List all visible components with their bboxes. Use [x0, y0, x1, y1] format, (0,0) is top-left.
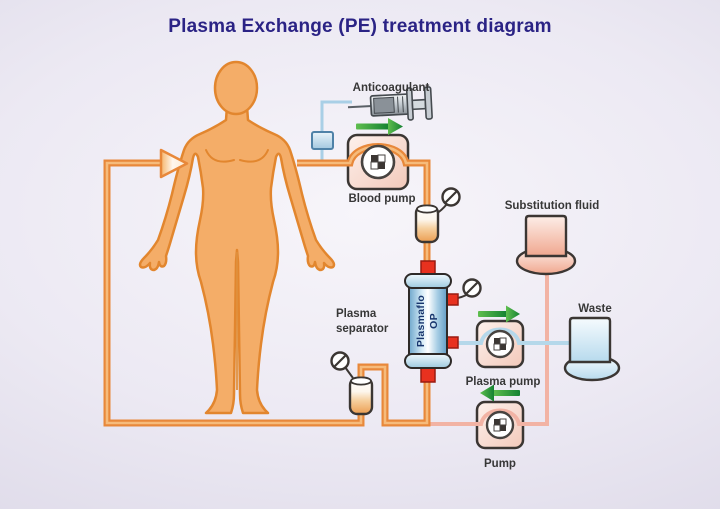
plasma-line: [456, 327, 575, 345]
human-body: [138, 60, 336, 415]
page-title: Plasma Exchange (PE) treatment diagram: [168, 16, 552, 37]
blood-pump-rotor-icon: [360, 144, 396, 180]
substitution-fluid-bag: [515, 214, 577, 276]
body-chest-lines: [205, 149, 269, 163]
separator-bottom-cap: [404, 353, 452, 369]
pump-rotor-icon: [485, 410, 515, 440]
anticoagulant-line: [320, 100, 352, 161]
plasma-separator-device: Plasmaflo OP: [404, 260, 459, 383]
waste-container: [563, 316, 621, 382]
separator-device-label-line2: OP: [428, 313, 440, 329]
separator-body: [408, 285, 448, 357]
substitution-line: [429, 271, 549, 426]
anticoagulant-label: Anticoagulant: [353, 82, 430, 94]
pressure-gauge-separator-icon: [455, 278, 482, 299]
syringe-icon: [347, 86, 433, 121]
blood-return-tube-highlight: [105, 161, 429, 425]
flow-arrowhead-into-body-icon: [159, 148, 189, 179]
plasma-pump-label: Plasma pump: [466, 376, 541, 388]
flow-arrow-blood-icon: [356, 118, 403, 135]
flow-arrow-substitution-icon: [480, 384, 520, 402]
line-clamp-icon: [311, 131, 334, 150]
separator-device-label-line1: Plasmaflo: [415, 295, 427, 347]
blood-pump-label: Blood pump: [348, 193, 415, 205]
waste-label: Waste: [578, 303, 611, 315]
drip-chamber-arterial: [414, 204, 440, 244]
drip-chamber-venous: [348, 376, 374, 416]
pump-label: Pump: [484, 458, 516, 470]
plasma-separator-label-line1: Plasma: [336, 308, 377, 320]
plasma-separator-label-line2: separator: [336, 323, 389, 335]
pressure-gauge-arterial-icon: [436, 187, 461, 214]
flow-arrow-plasma-icon: [478, 305, 520, 323]
separator-top-cap: [404, 273, 452, 289]
body-head: [213, 60, 259, 116]
plasma-pump-rotor-icon: [485, 329, 515, 359]
substitution-fluid-label: Substitution fluid: [505, 200, 600, 212]
pressure-gauge-venous-icon: [330, 351, 354, 379]
